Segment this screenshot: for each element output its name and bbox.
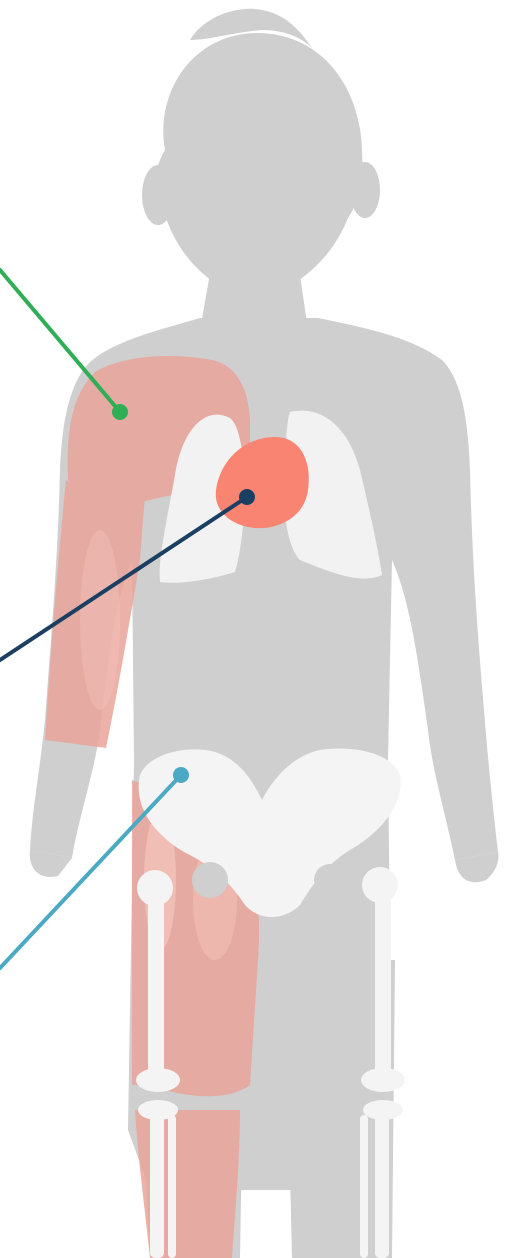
hip-socket	[192, 862, 228, 898]
right-fibula	[360, 1115, 368, 1258]
bone-callout-dot	[173, 767, 189, 783]
hip-socket	[314, 864, 346, 896]
left-ear	[142, 165, 174, 225]
arm-muscle-band	[80, 530, 120, 710]
head	[154, 33, 362, 285]
right-tibia	[375, 1112, 389, 1258]
right-ear	[350, 162, 380, 218]
right-femur	[375, 890, 391, 1075]
left-fibula	[168, 1115, 176, 1258]
muscle-callout-line	[0, 270, 120, 412]
muscle-callout-dot	[112, 404, 128, 420]
heart-callout-dot	[239, 489, 255, 505]
knee-joint	[361, 1068, 405, 1092]
knee-joint	[136, 1068, 180, 1092]
left-tibia	[150, 1112, 164, 1258]
left-femur	[148, 890, 164, 1075]
